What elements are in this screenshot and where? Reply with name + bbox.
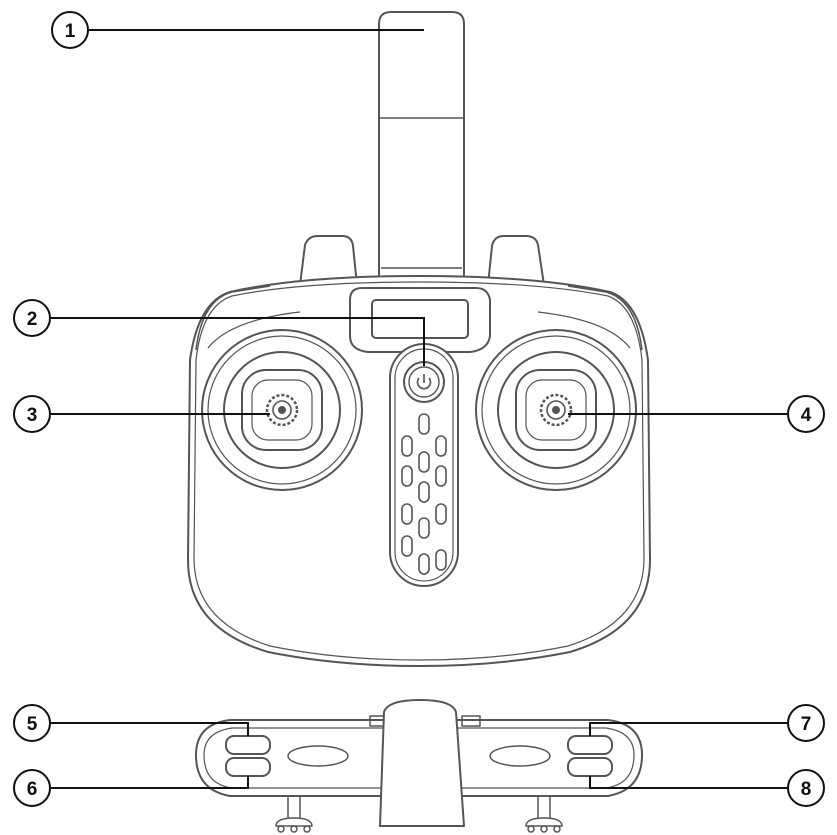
callout-1-number: 1 [65,21,76,42]
right-shoulder-buttons [567,735,613,777]
right-grip-line [537,311,631,349]
antenna [378,11,465,281]
top-view-antenna [379,699,465,827]
callout-7-number: 7 [801,714,812,735]
left-stick-stem [275,796,313,833]
left-shoulder-buttons [225,735,271,777]
display-window [349,287,491,353]
body-inner-outline [193,281,645,661]
right-joystick [475,329,637,491]
callout-8-number: 8 [801,779,812,800]
left-grip-line [207,311,301,349]
power-button [403,361,445,403]
controller-top-view [195,699,643,833]
callout-5: 5 [13,704,249,742]
right-top-recess [489,745,551,767]
right-stick-stem [525,796,563,833]
callout-2: 2 [13,299,425,366]
callout-1: 1 [51,11,424,49]
callout-3: 3 [13,395,270,433]
speaker-slots [401,413,447,575]
callout-3-number: 3 [27,405,38,426]
left-top-recess [287,745,349,767]
left-shoulder-tab [299,235,358,286]
callout-6-number: 6 [27,779,38,800]
callout-5-number: 5 [27,714,38,735]
callouts: 1 2 3 4 5 6 [13,11,825,807]
right-shoulder-strip [567,285,643,351]
callout-4-number: 4 [801,405,812,426]
callout-2-number: 2 [27,309,38,330]
right-hinge [461,715,481,727]
callout-6: 6 [13,769,249,807]
left-shoulder-strip [195,285,271,351]
right-shoulder-tab [487,235,545,286]
callout-7: 7 [589,704,825,742]
controller-front-view [187,11,651,667]
callout-8: 8 [589,769,825,807]
callout-4: 4 [568,395,825,433]
left-joystick [201,329,363,491]
